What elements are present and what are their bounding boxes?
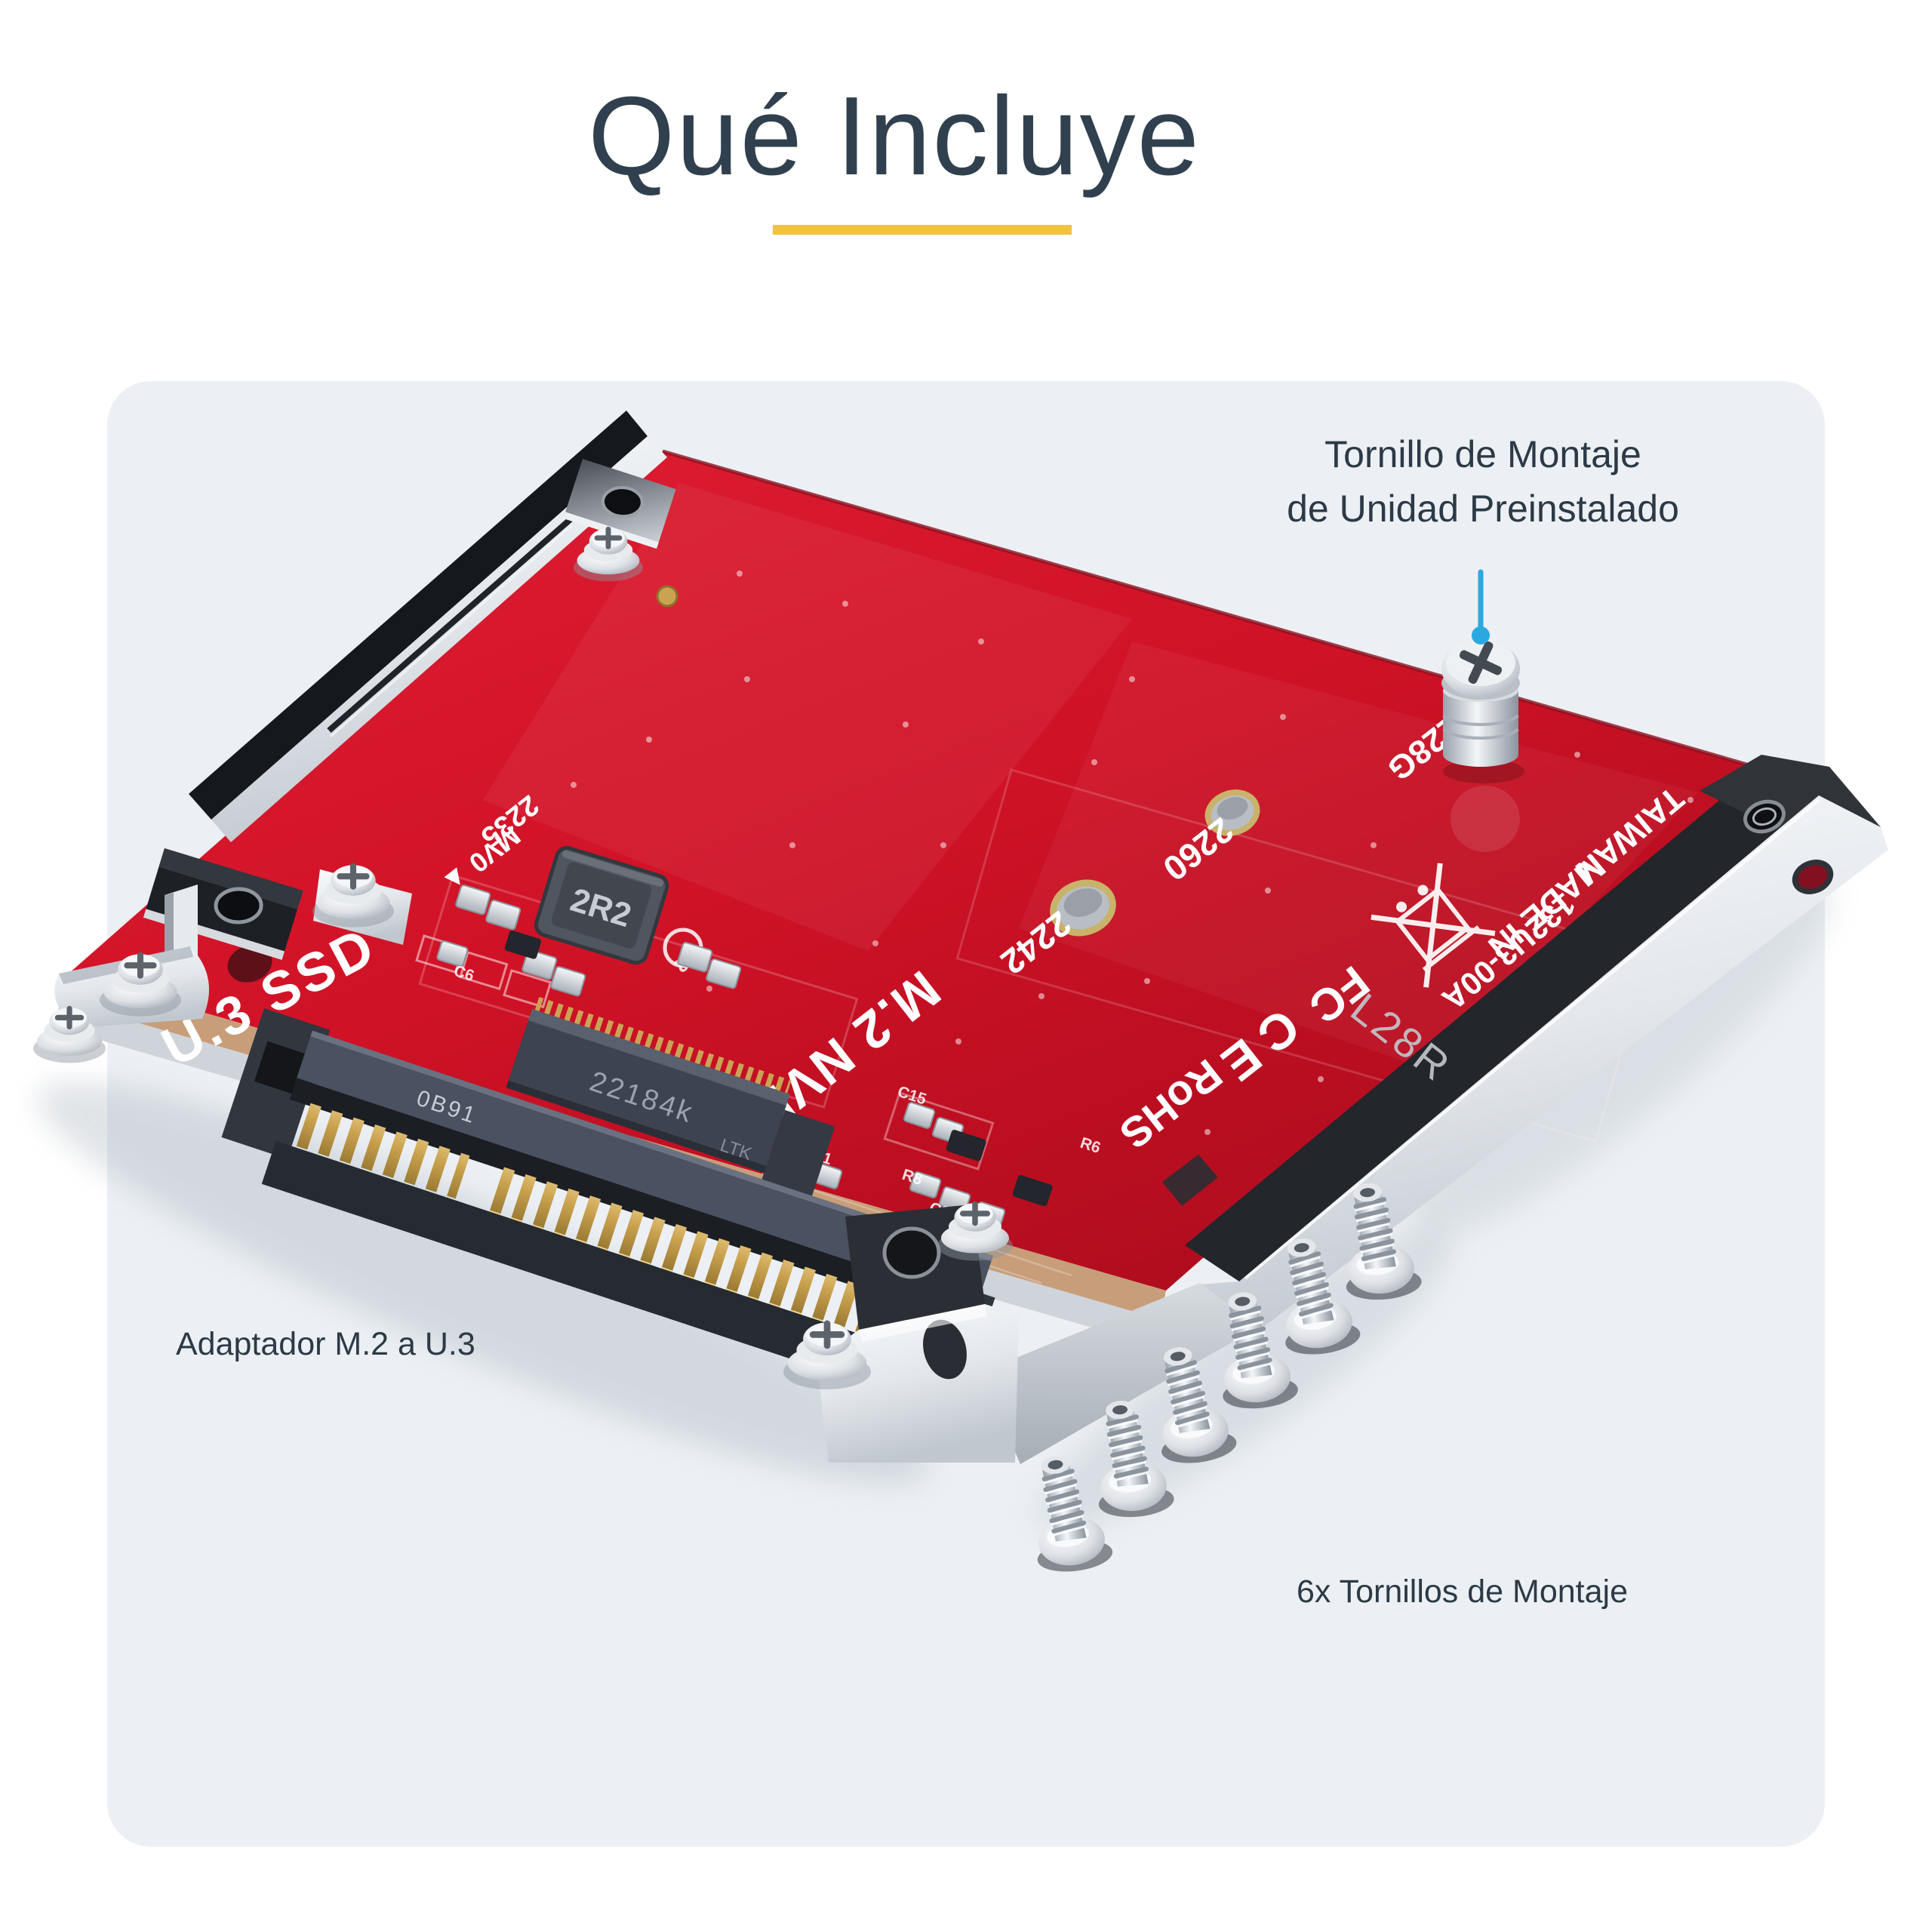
left-corner-hardware — [33, 848, 412, 1063]
label-preinstalled-screw-line1: Tornillo de Montaje — [1324, 433, 1641, 475]
label-mounting-screws: 6x Tornillos de Montaje — [1297, 1574, 1629, 1610]
inductor: 2R2 — [534, 845, 669, 965]
pcb-vias — [571, 571, 1694, 1135]
page-title: Qué Incluye — [588, 74, 1201, 198]
label-adapter: Adaptador M.2 a U.3 — [176, 1326, 475, 1362]
front-rail — [189, 411, 667, 842]
bottom-bracket — [783, 1203, 1019, 1463]
weee-bin-icon — [1371, 863, 1496, 988]
pcb — [69, 449, 1761, 1291]
title-accent-underline — [773, 225, 1072, 235]
u2-connector: 0B91 — [221, 1008, 995, 1413]
callout-pointer — [1472, 569, 1490, 645]
top-corner-bracket — [563, 459, 678, 608]
m2-socket: 22184k LTK — [506, 996, 835, 1198]
label-preinstalled-screw: Tornillo de Montaje de Unidad Preinstala… — [1238, 427, 1728, 536]
preinstalled-screw — [1441, 639, 1524, 852]
gold-pad — [656, 585, 678, 608]
m2-standoff-holes — [227, 789, 1260, 983]
label-preinstalled-screw-line2: de Unidad Preinstalado — [1287, 488, 1679, 530]
callout-dot — [1472, 626, 1490, 645]
